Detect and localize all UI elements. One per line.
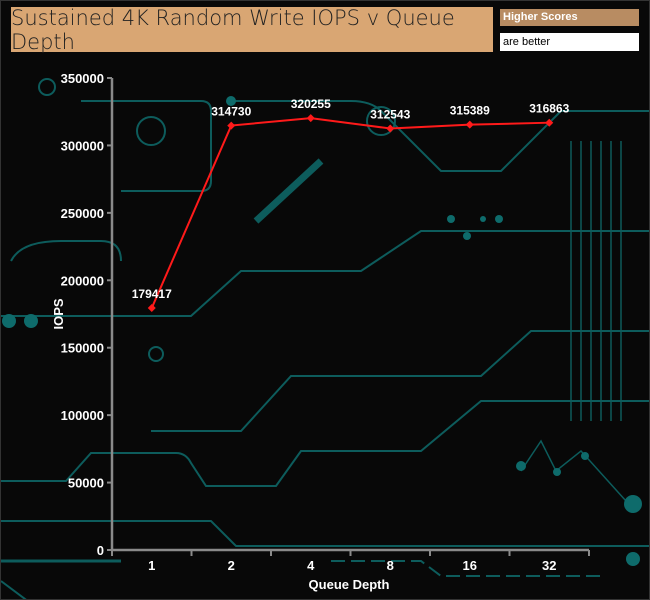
circuit-background [1,78,649,599]
x-tick-label: 32 [542,558,556,573]
x-tick-label: 4 [307,558,315,573]
circuit-dots [2,96,642,566]
data-label: 312543 [370,108,410,122]
data-point [227,121,236,130]
series-line [150,117,550,309]
y-tick-label: 350000 [61,71,104,86]
axes: 0 50000 100000 150000 200000 250000 300000 3500… [61,71,590,573]
data-point [465,120,474,129]
series-marks: 179417 314730 320255 312543 315389 316863 [132,97,570,313]
x-tick-label: 8 [387,558,394,573]
y-tick-label: 250000 [61,206,104,221]
legend-are-better: are better [500,33,639,51]
data-point [306,114,315,123]
legend-higher-scores: Higher Scores [500,9,639,26]
title-banner: Sustained 4K Random Write IOPS v Queue D… [11,5,493,54]
data-label: 316863 [529,102,569,116]
chart-title: Sustained 4K Random Write IOPS v Queue D… [11,5,455,54]
x-tick-label: 16 [463,558,477,573]
x-tick-label: 2 [228,558,235,573]
y-tick-label: 50000 [68,476,104,491]
data-label: 314730 [211,105,251,119]
data-label: 179417 [132,287,172,301]
data-label: 315389 [450,104,490,118]
data-point [545,118,554,127]
data-label: 320255 [291,97,331,111]
y-tick-label: 300000 [61,138,104,153]
y-tick-label: 150000 [61,341,104,356]
y-tick-label: 100000 [61,408,104,423]
data-point [147,304,156,313]
y-tick-label: 0 [97,543,104,558]
y-axis-label: IOPS [51,298,66,329]
data-point [386,124,395,133]
x-tick-label: 1 [148,558,155,573]
x-axis-label: Queue Depth [309,577,390,592]
y-tick-label: 200000 [61,273,104,288]
